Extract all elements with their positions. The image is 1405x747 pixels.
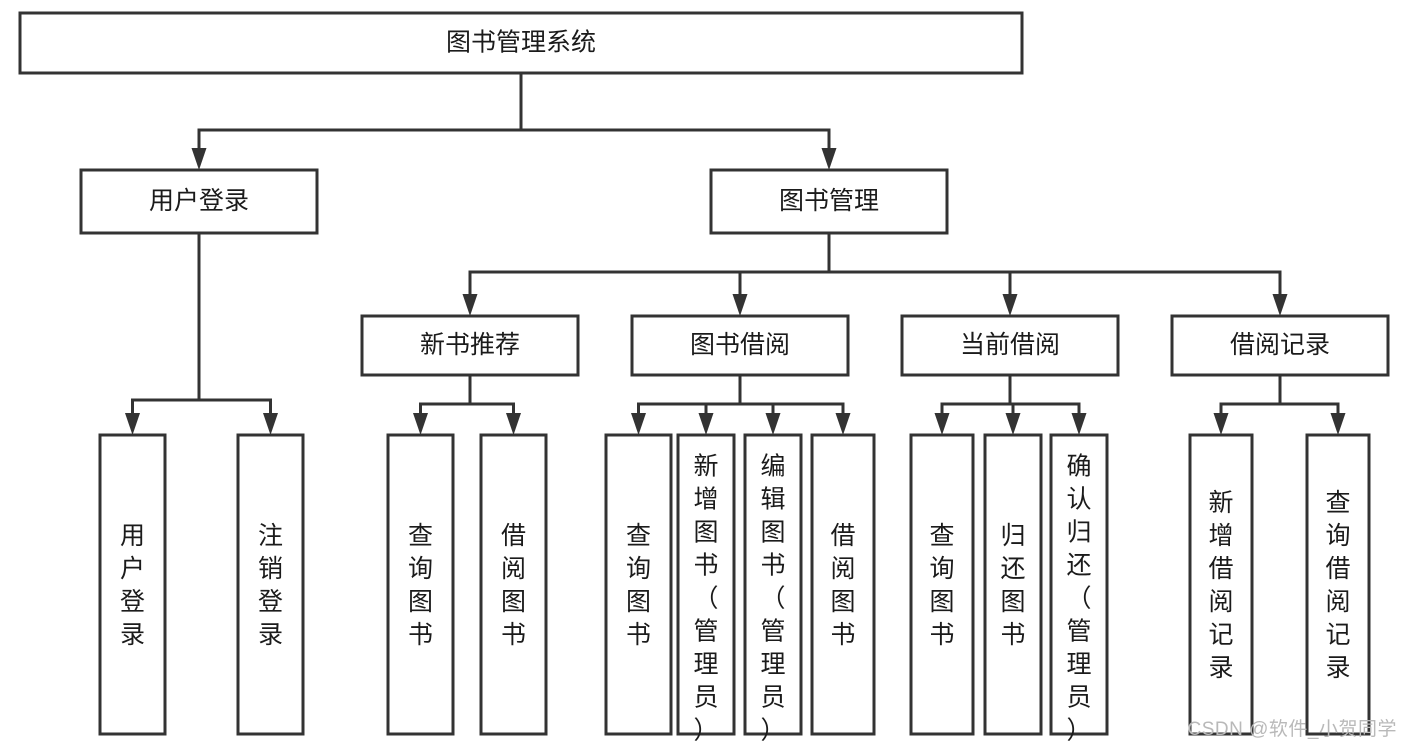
node-label: 查询借阅记录 <box>1325 489 1350 682</box>
node-leaf_12[interactable]: 查询借阅记录 <box>1305 433 1371 736</box>
node-l2_1[interactable]: 图书管理 <box>709 168 949 235</box>
arrowhead-icon <box>191 148 207 170</box>
node-label: 编辑图书（管理员） <box>760 453 785 745</box>
node-label: 借阅图书 <box>830 522 855 649</box>
node-label: 新书推荐 <box>420 331 520 359</box>
node-box <box>18 11 1024 75</box>
node-label: 归还图书 <box>1000 522 1025 649</box>
node-box <box>810 433 876 736</box>
node-box <box>676 433 736 736</box>
node-box <box>479 433 548 736</box>
node-label: 新增借阅记录 <box>1208 489 1233 682</box>
node-l3_0[interactable]: 新书推荐 <box>360 314 580 377</box>
arrowhead-icon <box>263 413 278 435</box>
node-leaf_6[interactable]: 编辑图书（管理员） <box>743 433 803 745</box>
node-leaf_1[interactable]: 注销登录 <box>236 433 305 736</box>
node-label: 图书借阅 <box>690 331 790 359</box>
node-box <box>604 433 673 736</box>
node-label: 确认归还（管理员） <box>1066 453 1091 745</box>
node-box <box>983 433 1043 736</box>
arrowhead-icon <box>732 294 748 316</box>
node-label: 注销登录 <box>258 522 283 649</box>
node-root[interactable]: 图书管理系统 <box>18 11 1024 75</box>
arrowhead-icon <box>631 413 646 435</box>
arrowhead-icon <box>1005 413 1021 435</box>
arrowhead-icon <box>125 413 140 435</box>
node-l3_2[interactable]: 当前借阅 <box>900 314 1120 377</box>
arrowhead-icon <box>1213 413 1229 435</box>
node-label: 查询图书 <box>408 522 433 649</box>
arrowhead-icon <box>821 148 837 170</box>
node-label: 用户登录 <box>120 522 145 649</box>
arrowhead-icon <box>1272 294 1288 316</box>
node-label: 图书管理系统 <box>446 29 596 57</box>
arrowhead-icon <box>413 413 428 435</box>
node-leaf_7[interactable]: 借阅图书 <box>810 433 876 736</box>
node-leaf_8[interactable]: 查询图书 <box>909 433 975 736</box>
node-label: 当前借阅 <box>960 331 1060 359</box>
node-leaf_10[interactable]: 确认归还（管理员） <box>1049 433 1109 745</box>
node-box <box>386 433 455 736</box>
arrowhead-icon <box>934 413 950 435</box>
node-box <box>360 314 580 377</box>
node-l2_0[interactable]: 用户登录 <box>79 168 319 235</box>
arrowhead-icon <box>1002 294 1018 316</box>
node-box <box>1188 433 1254 736</box>
node-box <box>98 433 167 736</box>
arrowhead-icon <box>765 413 781 435</box>
node-box <box>1170 314 1390 377</box>
node-leaf_5[interactable]: 新增图书（管理员） <box>676 433 736 745</box>
connectors-layer <box>125 71 1346 435</box>
node-label: 新增图书（管理员） <box>693 453 718 745</box>
node-box <box>236 433 305 736</box>
node-leaf_11[interactable]: 新增借阅记录 <box>1188 433 1254 736</box>
node-box <box>1305 433 1371 736</box>
node-label: 查询图书 <box>929 522 954 649</box>
nodes-layer: 图书管理系统用户登录图书管理新书推荐图书借阅当前借阅借阅记录用户登录注销登录查询… <box>18 11 1390 745</box>
node-label: 借阅图书 <box>501 522 526 649</box>
node-leaf_2[interactable]: 查询图书 <box>386 433 455 736</box>
arrowhead-icon <box>835 413 851 435</box>
arrowhead-icon <box>1071 413 1087 435</box>
arrowhead-icon <box>506 413 521 435</box>
node-box <box>79 168 319 235</box>
arrowhead-icon <box>462 294 478 316</box>
node-box <box>1049 433 1109 736</box>
node-box <box>630 314 850 377</box>
node-leaf_9[interactable]: 归还图书 <box>983 433 1043 736</box>
node-label: 查询图书 <box>626 522 651 649</box>
node-label: 借阅记录 <box>1230 331 1330 359</box>
node-l3_1[interactable]: 图书借阅 <box>630 314 850 377</box>
node-l3_3[interactable]: 借阅记录 <box>1170 314 1390 377</box>
node-label: 图书管理 <box>779 187 879 215</box>
node-label: 用户登录 <box>149 187 249 215</box>
node-leaf_0[interactable]: 用户登录 <box>98 433 167 736</box>
node-box <box>900 314 1120 377</box>
node-leaf_3[interactable]: 借阅图书 <box>479 433 548 736</box>
node-box <box>743 433 803 736</box>
node-leaf_4[interactable]: 查询图书 <box>604 433 673 736</box>
arrowhead-icon <box>1330 413 1346 435</box>
arrowhead-icon <box>698 413 714 435</box>
node-box <box>909 433 975 736</box>
node-box <box>709 168 949 235</box>
